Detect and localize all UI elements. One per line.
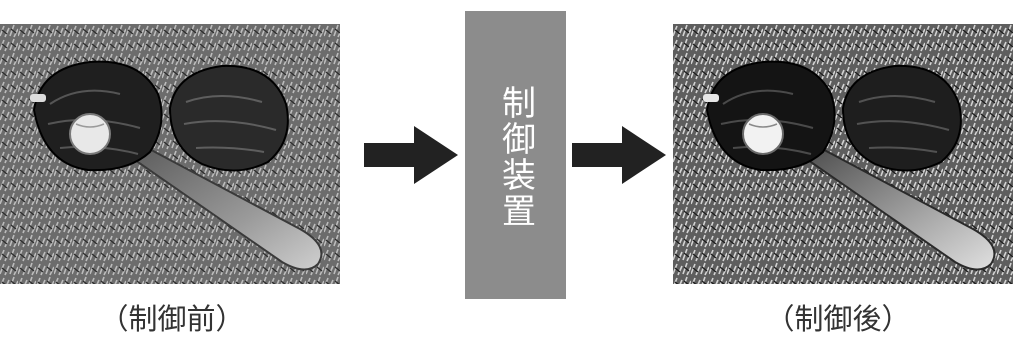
photo-before — [0, 24, 340, 284]
arrow-right-icon — [572, 126, 666, 184]
caption-before: （制御前） — [99, 302, 245, 336]
baseball-scene-image — [673, 24, 1013, 284]
photo-after — [673, 24, 1013, 284]
baseball-scene-image — [0, 24, 340, 284]
arrow-right-icon — [364, 126, 458, 184]
control-device-box: 制御装置 — [465, 11, 566, 299]
control-device-label: 制御装置 — [495, 85, 536, 229]
caption-after: （制御後） — [765, 302, 911, 336]
